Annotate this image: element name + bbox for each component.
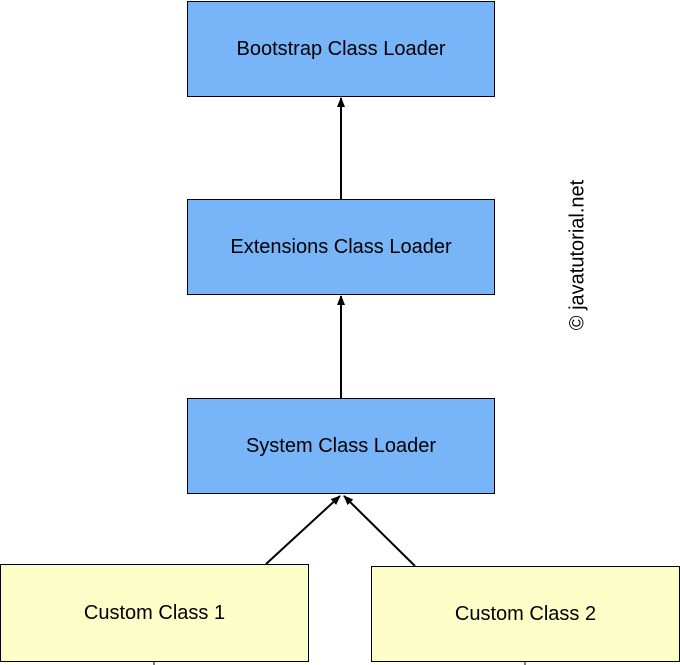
arrow-custom2-to-system	[343, 495, 416, 567]
arrow-custom1-to-system	[265, 495, 341, 565]
custom-class-1-node: Custom Class 1	[0, 564, 309, 662]
system-class-loader-label: System Class Loader	[245, 434, 437, 457]
custom-class-2-node: Custom Class 2	[371, 566, 680, 662]
copyright-watermark: © javatutorial.net	[566, 179, 589, 331]
custom-class-1-label: Custom Class 1	[83, 601, 226, 624]
extensions-class-loader-node: Extensions Class Loader	[187, 199, 495, 295]
system-class-loader-node: System Class Loader	[187, 398, 495, 494]
custom-class-2-label: Custom Class 2	[454, 602, 597, 625]
bootstrap-class-loader-label: Bootstrap Class Loader	[236, 37, 446, 60]
extensions-class-loader-label: Extensions Class Loader	[230, 235, 452, 258]
bootstrap-class-loader-node: Bootstrap Class Loader	[187, 1, 495, 97]
